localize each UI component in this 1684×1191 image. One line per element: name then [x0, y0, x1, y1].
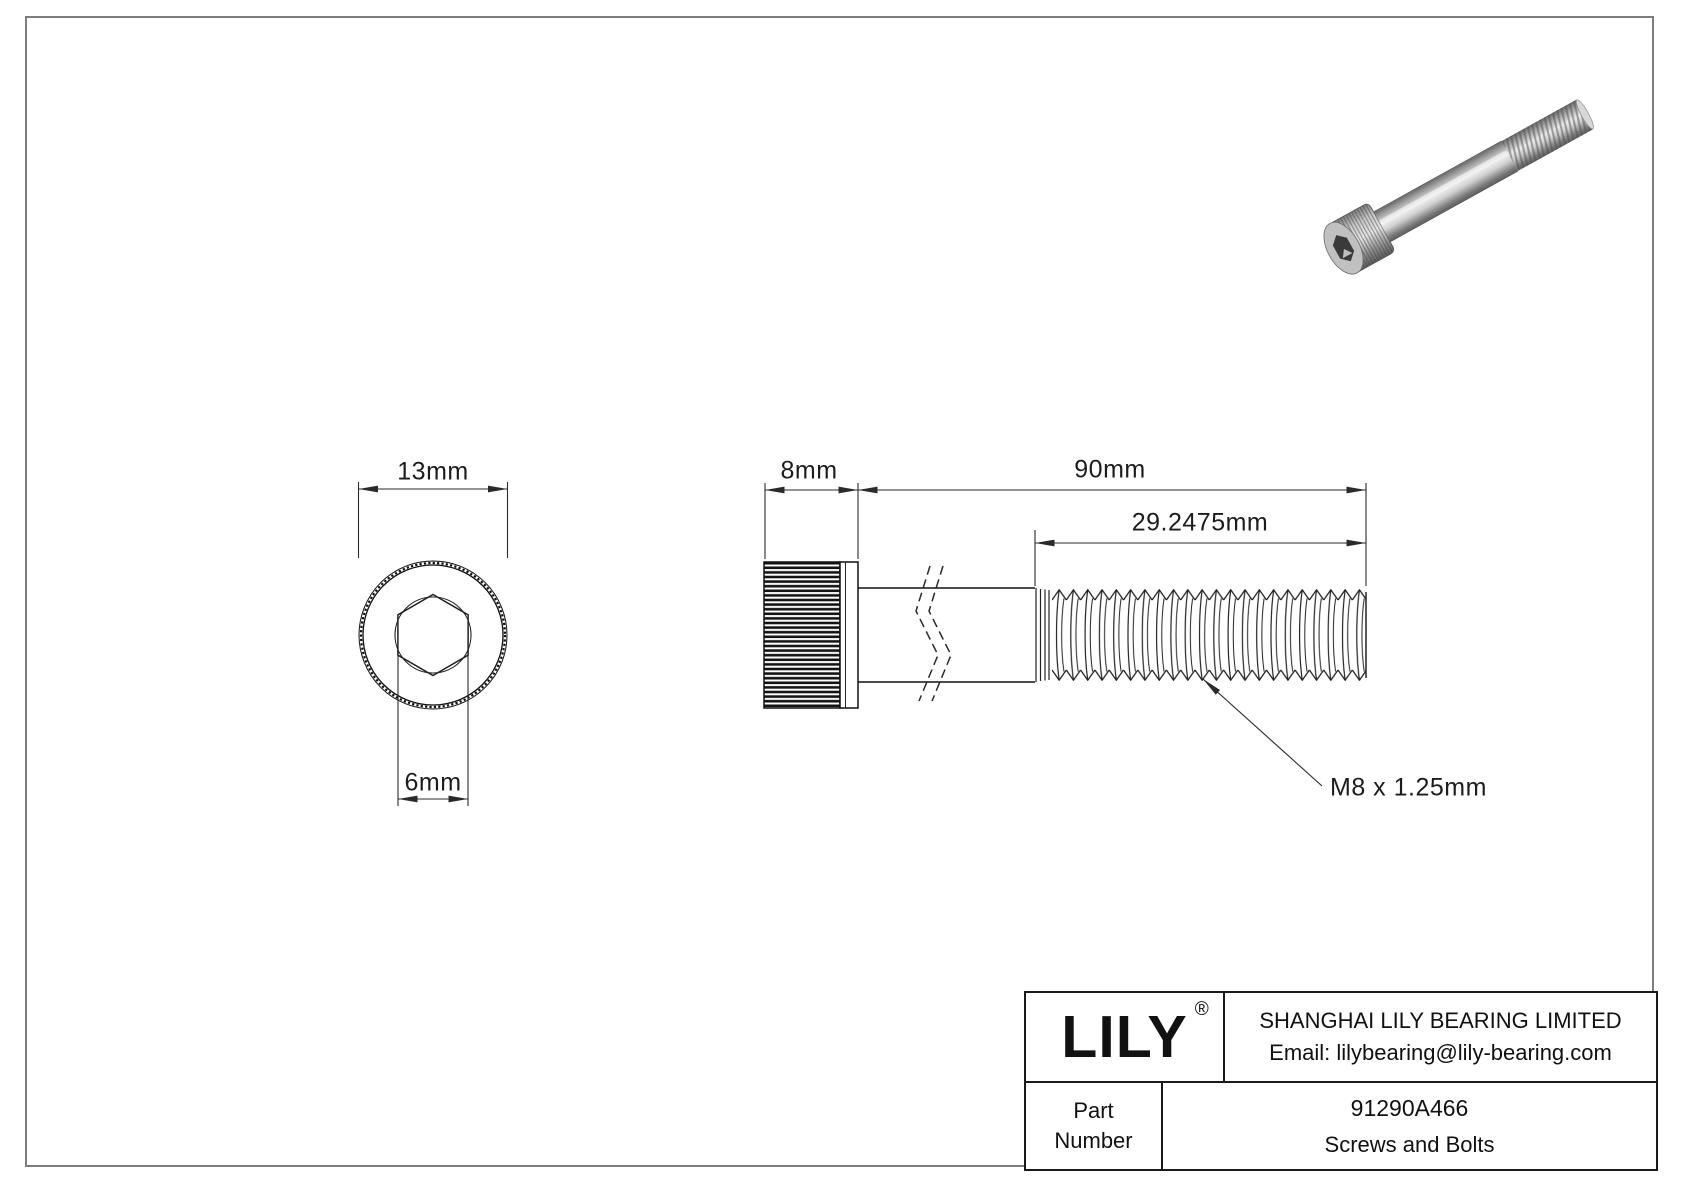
title-block-row-part: Part Number 91290A466 Screws and Bolts	[1026, 1083, 1656, 1169]
title-block: LILY ® SHANGHAI LILY BEARING LIMITED Ema…	[1024, 991, 1658, 1171]
part-number-cell: 91290A466 Screws and Bolts	[1163, 1083, 1656, 1169]
company-cell: SHANGHAI LILY BEARING LIMITED Email: lil…	[1225, 993, 1656, 1081]
dim-text-socket-width: 6mm	[404, 768, 462, 797]
part-label-line1: Part	[1073, 1098, 1114, 1123]
part-number-label-cell: Part Number	[1026, 1083, 1163, 1169]
company-name: SHANGHAI LILY BEARING LIMITED	[1259, 1008, 1622, 1033]
logo-cell: LILY ®	[1026, 993, 1225, 1081]
hex-socket	[397, 593, 469, 677]
screw-head-side	[763, 561, 841, 709]
socket-chamfer-circle	[394, 596, 472, 674]
knurled-ring	[359, 561, 507, 709]
registered-trademark-symbol: ®	[1194, 999, 1210, 1020]
title-block-row-company: LILY ® SHANGHAI LILY BEARING LIMITED Ema…	[1026, 993, 1656, 1083]
dim-text-head-diameter: 13mm	[397, 457, 469, 486]
dim-text-shank-length: 90mm	[1074, 455, 1146, 484]
side-view	[763, 483, 1367, 787]
company-email: Email: lilybearing@lily-bearing.com	[1269, 1040, 1612, 1065]
break-symbol	[915, 565, 952, 702]
lily-logo-text: LILY	[1061, 1004, 1188, 1070]
drawing-frame-border	[25, 16, 1654, 1167]
dim-text-head-height: 8mm	[780, 456, 838, 485]
part-label-line2: Number	[1054, 1128, 1133, 1153]
threaded-section	[1052, 589, 1366, 681]
shank	[858, 587, 1035, 683]
thread-spec-label: M8 x 1.25mm	[1330, 773, 1487, 802]
part-number-value: 91290A466	[1350, 1094, 1469, 1121]
dim-13mm-lines	[357, 482, 509, 558]
thread-runout	[1035, 588, 1050, 682]
screw-3d-view	[1323, 99, 1594, 275]
part-category: Screws and Bolts	[1324, 1131, 1495, 1157]
front-view	[357, 482, 509, 806]
thread-callout-leader	[1202, 678, 1323, 787]
lily-logo: LILY ®	[1061, 999, 1208, 1071]
dim-text-thread-length: 29.2475mm	[1131, 508, 1269, 537]
